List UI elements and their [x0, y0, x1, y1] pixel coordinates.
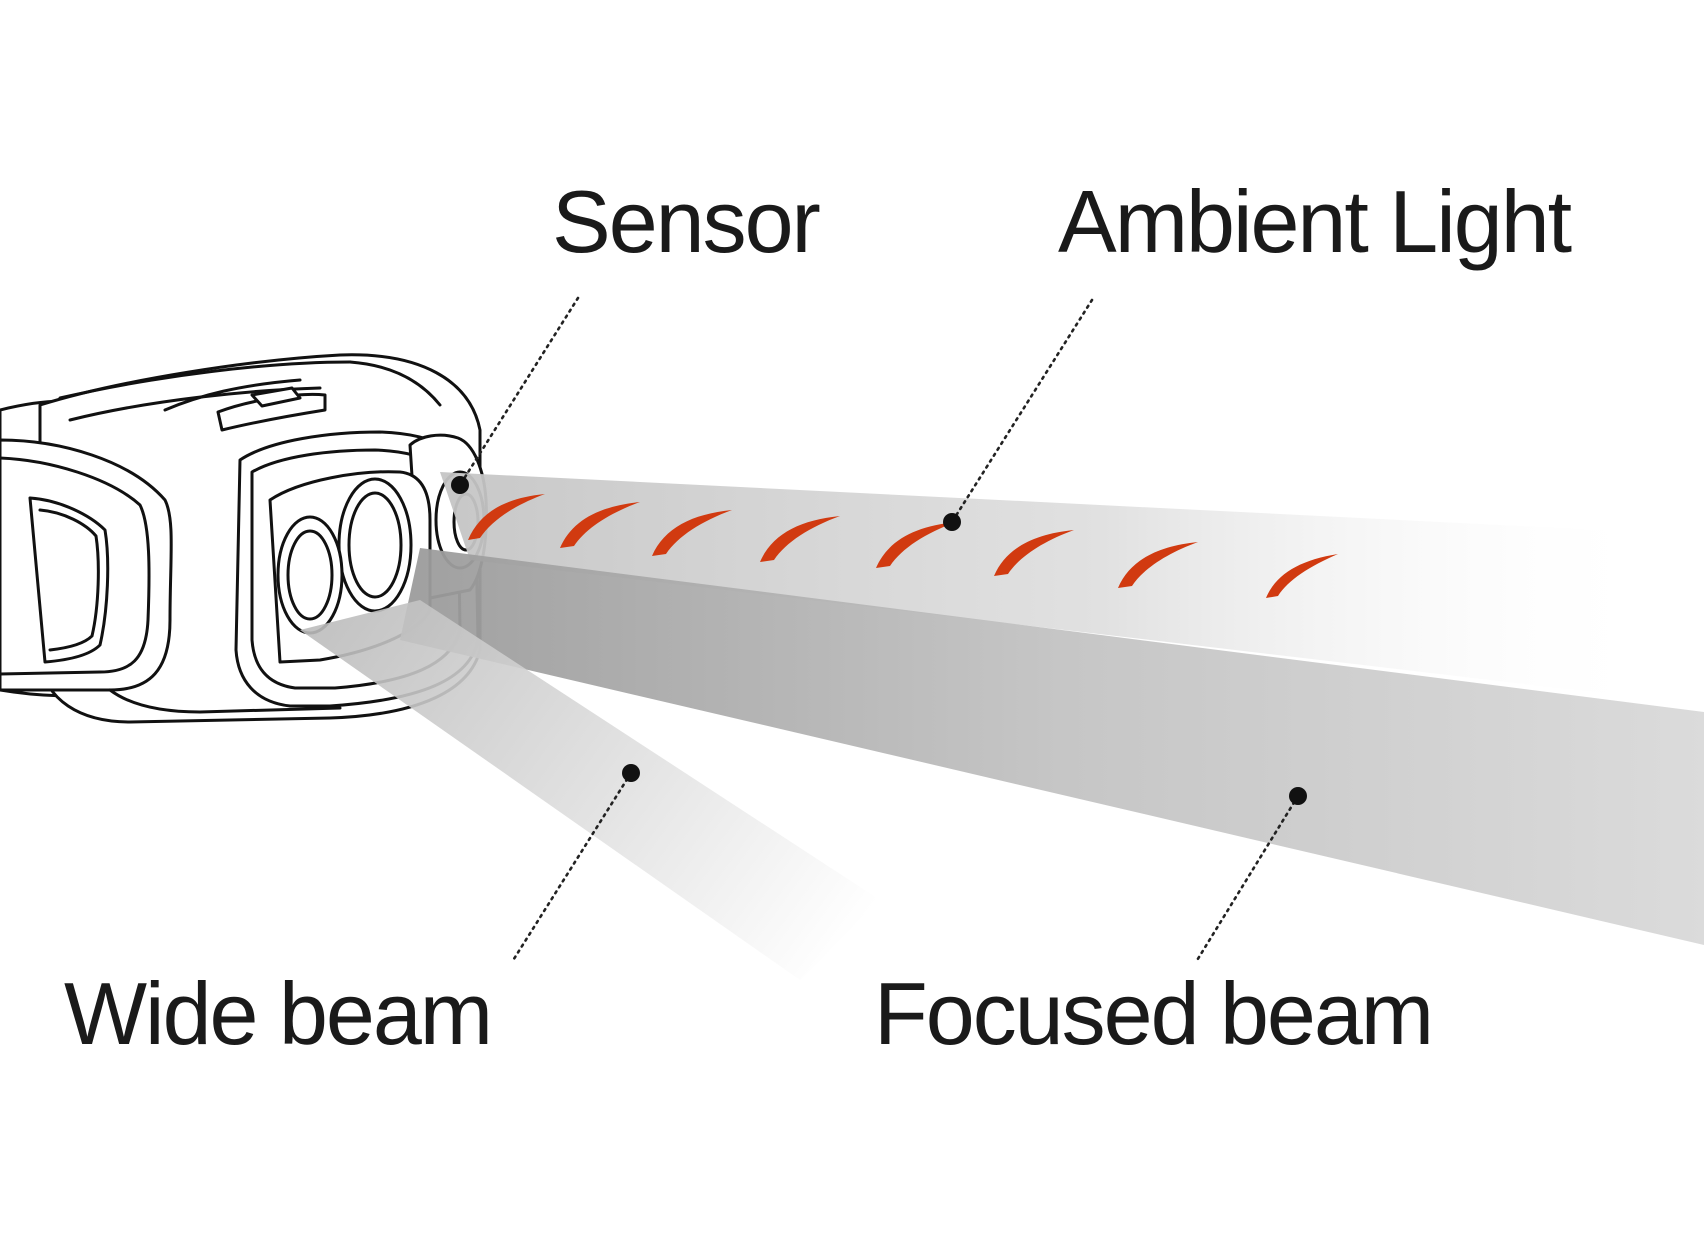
ambient-light-marker-dot [943, 513, 961, 531]
sensor-marker-dot [451, 476, 469, 494]
wide-beam-marker-dot [622, 764, 640, 782]
wide-beam-label: Wide beam [64, 964, 493, 1063]
focused-beam-label: Focused beam [874, 964, 1434, 1063]
ambient-light-label: Ambient Light [1058, 172, 1572, 271]
sensor-leader [458, 296, 580, 487]
sensor-label: Sensor [552, 172, 821, 271]
upper-beam-band [440, 472, 1660, 700]
focused-beam-marker-dot [1289, 787, 1307, 805]
focused-beam [400, 548, 1704, 945]
wide-beam [300, 600, 880, 980]
ambient-light-arc-icon [468, 494, 1338, 598]
leader-lines [451, 296, 1307, 964]
ambient-light-leader [950, 298, 1094, 524]
wide-beam-leader [510, 771, 633, 964]
focused-beam-leader [1194, 794, 1300, 964]
light-beams [300, 472, 1704, 980]
